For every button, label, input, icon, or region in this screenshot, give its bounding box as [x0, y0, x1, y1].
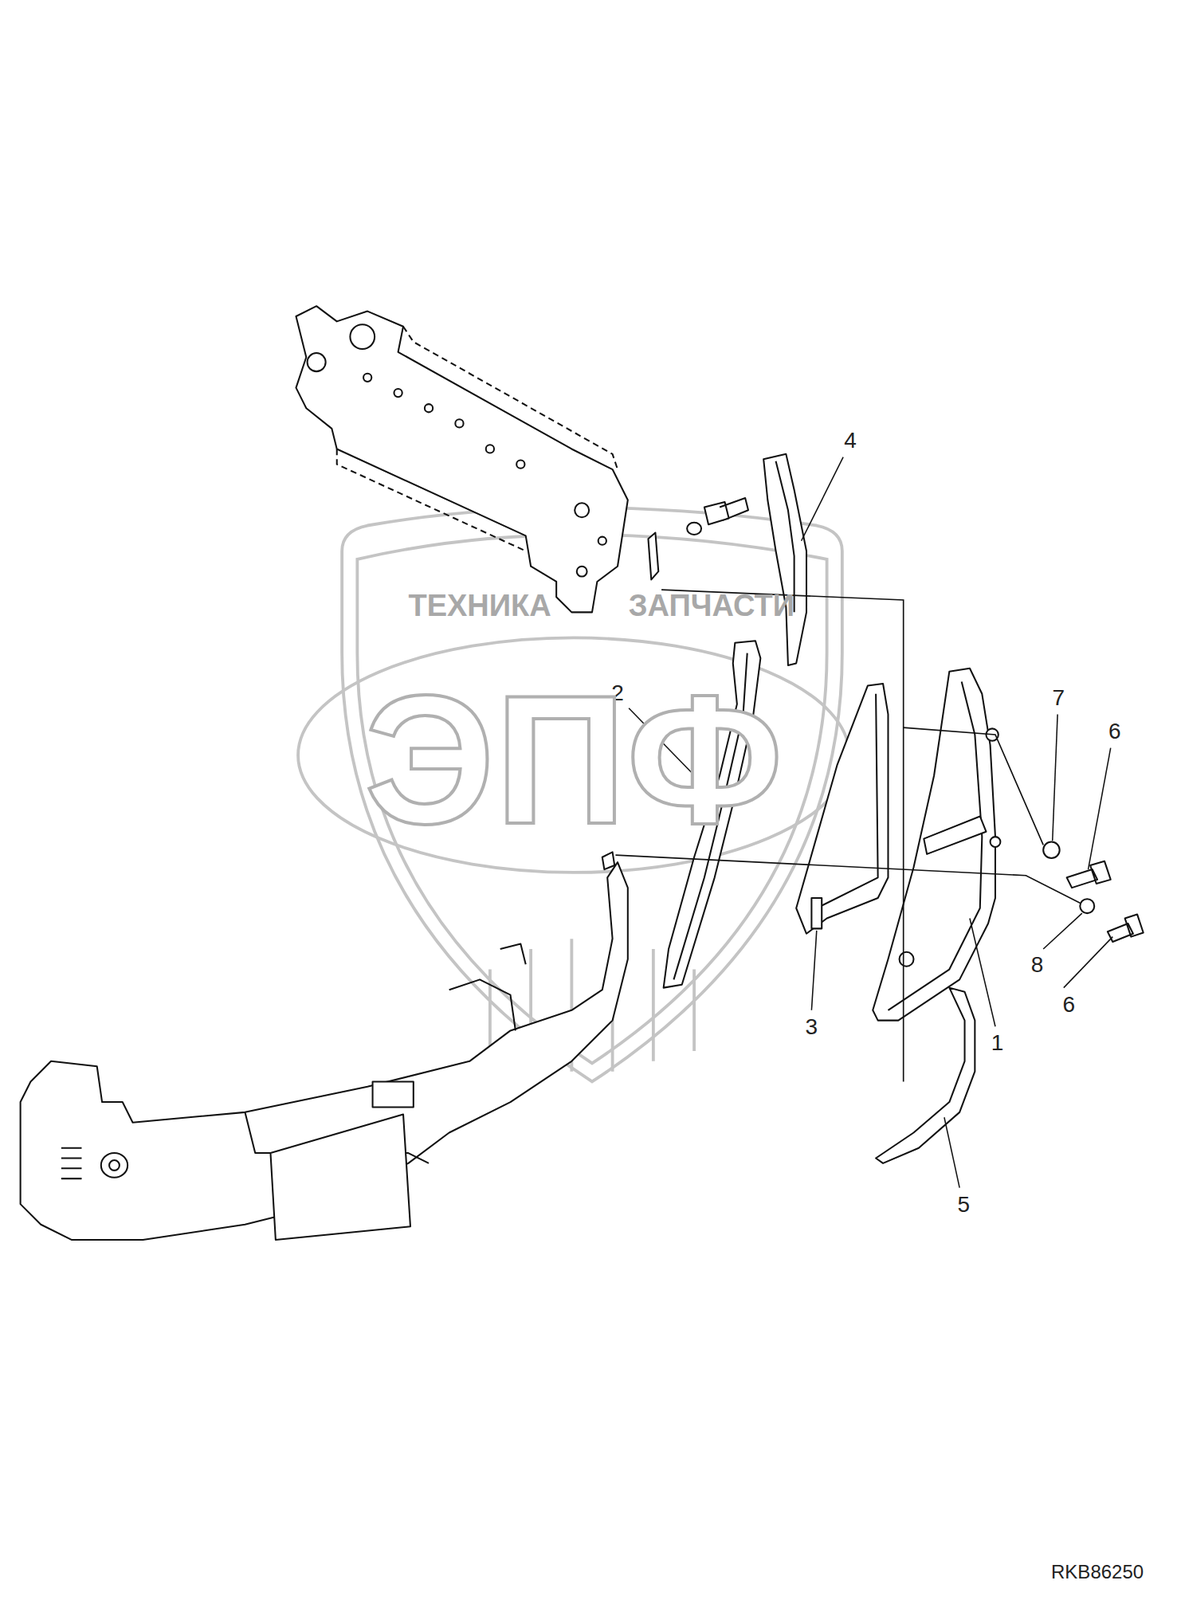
front-bumper [20, 862, 628, 1240]
part-5 [875, 988, 975, 1164]
watermark-logo: ЭПФ [364, 668, 783, 852]
part-4 [763, 454, 807, 666]
callout-number: 1 [991, 1031, 1005, 1055]
callout-number: 5 [957, 1193, 970, 1217]
callout-number: 6 [1062, 993, 1075, 1017]
washer-8 [1079, 898, 1095, 914]
drawing-code: RKB86250 [1051, 1562, 1144, 1582]
watermark-text: ЗАПЧАСТИ [628, 590, 795, 621]
callout-number: 6 [1108, 720, 1122, 743]
bolt-6-lower [1107, 914, 1144, 942]
frame-bolt [704, 498, 749, 525]
part-1 [872, 668, 996, 1021]
callout-number: 4 [843, 429, 857, 452]
callout-number: 3 [805, 1016, 819, 1039]
watermark-text: ТЕХНИКА [408, 590, 551, 621]
callout-number: 8 [1031, 953, 1044, 977]
part-3 [796, 683, 888, 934]
callout-number: 7 [1052, 686, 1066, 710]
frame-plate [295, 306, 628, 613]
washer-7 [1043, 842, 1060, 859]
